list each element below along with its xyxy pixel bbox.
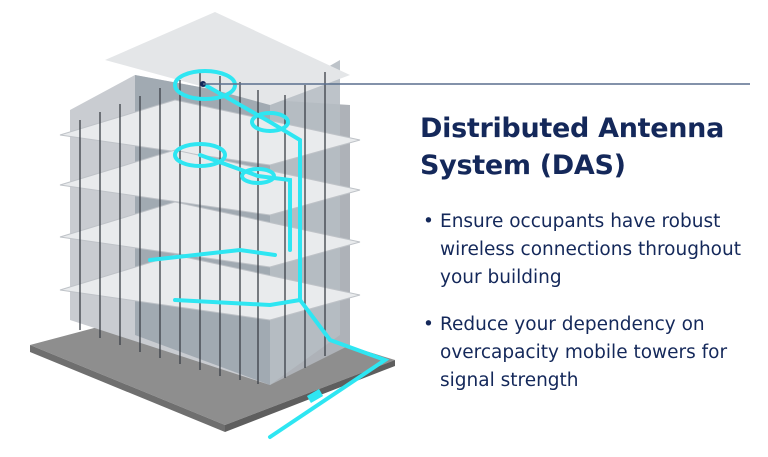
heading-title: Distributed Antenna System (DAS) [420, 113, 725, 181]
benefit-list: • Ensure occupants have robust wireless … [420, 208, 765, 414]
benefit-item: • Reduce your dependency on overcapacity… [420, 311, 765, 395]
benefit-text: Ensure occupants have robust wireless co… [440, 211, 741, 288]
das-cabling [148, 69, 390, 439]
roof [105, 12, 350, 105]
bullet-icon: • [423, 314, 434, 335]
ground-slab-edge [30, 345, 225, 432]
window-mullions [79, 72, 326, 384]
cable-connector [306, 389, 324, 403]
bullet-icon: • [423, 211, 434, 232]
benefit-text: Reduce your dependency on overcapacity m… [440, 314, 728, 391]
benefit-item: • Ensure occupants have robust wireless … [420, 208, 765, 292]
